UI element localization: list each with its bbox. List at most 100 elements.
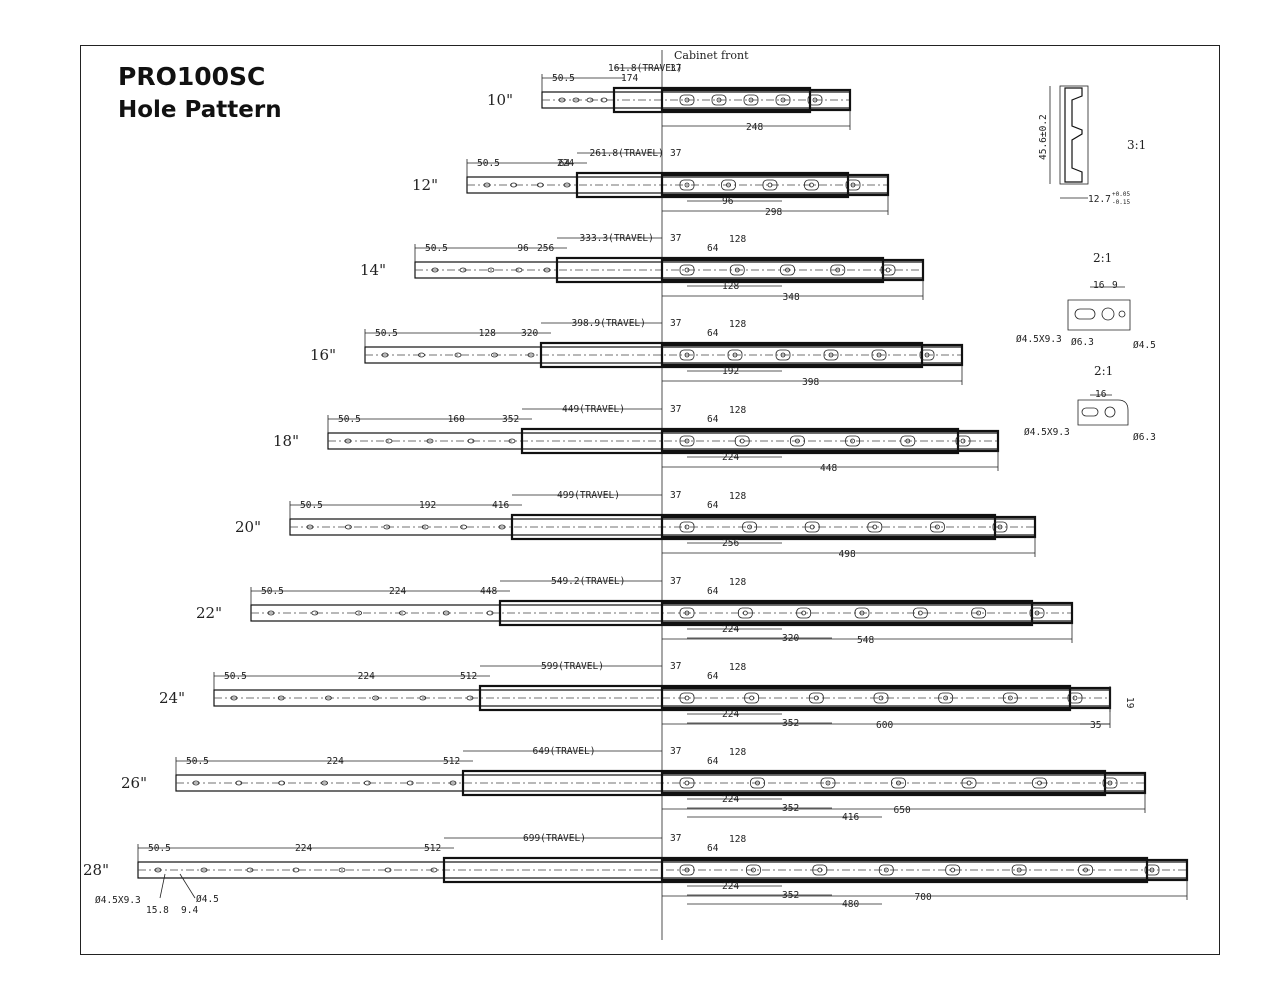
slide-size-label: 26" <box>121 774 147 792</box>
front-offset-dim: 50.5 <box>261 586 284 597</box>
slide-inner-slot <box>992 521 1008 533</box>
slide-intermediate-member <box>442 856 1149 884</box>
slide-inner-slot <box>796 607 812 619</box>
slide-mount-hole <box>459 267 467 273</box>
inner-dim: 352 <box>782 718 799 729</box>
slide-inner-hole <box>812 97 818 103</box>
slide-inner-hole <box>943 695 949 701</box>
slide-mount-hole <box>515 267 523 273</box>
slide-inner-hole <box>850 438 855 444</box>
section-outline <box>1059 85 1089 185</box>
slide-inner-hole <box>767 182 773 188</box>
detail-b-hole-label: Ø6.3 <box>1133 432 1156 443</box>
detail-b-d16: 16 <box>1095 389 1107 400</box>
slide-inner-hole <box>734 267 740 273</box>
slide-inner-hole <box>795 438 800 444</box>
slide-inner-hole <box>742 610 748 616</box>
section-scale: 3:1 <box>1127 138 1146 152</box>
front-offset-dim: 50.5 <box>375 328 398 339</box>
slide-mount-hole <box>442 610 450 616</box>
spacing-dim: 160 <box>448 414 465 425</box>
slide-inner-hole <box>684 97 690 103</box>
spacing2-dim: 512 <box>443 756 460 767</box>
slide-inner-slot <box>742 521 757 533</box>
slide-inner-hole <box>960 438 966 444</box>
spacing-dim: 224 <box>358 671 375 682</box>
slide-inner-member <box>660 601 1074 625</box>
slide-inner-slot <box>938 692 954 704</box>
inner-dim: 224 <box>722 709 739 720</box>
upper-dim-64: 64 <box>707 328 719 339</box>
slide-inner-hole <box>726 182 731 188</box>
slide-mount-hole <box>586 97 594 103</box>
front-offset-dim: 50.5 <box>224 671 247 682</box>
slide-mount-hole <box>430 867 438 873</box>
slide-inner-slot <box>743 94 759 106</box>
inner-dim: 416 <box>842 812 859 823</box>
spacing2-dim: 512 <box>424 843 441 854</box>
slide-inner-slot <box>871 349 887 361</box>
slide-inner-slot <box>679 607 695 619</box>
bottom-leader-2 <box>179 873 196 899</box>
slide-inner-slot <box>804 179 819 191</box>
setback-dim: 37 <box>670 318 681 329</box>
slide-inner-hole <box>780 97 786 103</box>
inner-dim: 224 <box>722 624 739 635</box>
upper-dim-64: 64 <box>707 586 719 597</box>
length-dim: 548 <box>857 635 874 646</box>
detail-b-slot <box>1081 407 1099 417</box>
slide-size-label: 18" <box>273 432 299 450</box>
travel-dim: 599(TRAVEL) <box>541 661 604 672</box>
slide-inner-slot <box>737 607 753 619</box>
slide-inner-slot <box>1029 607 1045 619</box>
travel-dim: 449(TRAVEL) <box>562 404 625 415</box>
upper-dim-64: 64 <box>707 500 719 511</box>
inner-dim: 480 <box>842 899 859 910</box>
setback-dim: 37 <box>670 233 681 244</box>
slide-intermediate-member <box>461 769 1107 797</box>
slide-size-label: 20" <box>235 518 261 536</box>
slide-mount-hole <box>486 610 494 616</box>
spacing-dim: 192 <box>419 500 436 511</box>
detail-a-scale: 2:1 <box>1093 251 1112 265</box>
setback-dim: 37 <box>670 404 681 415</box>
slide-inner-hole <box>1007 695 1013 701</box>
slide-inner-hole <box>732 352 738 358</box>
slide-inner-hole <box>1072 695 1078 701</box>
slide-inner-hole <box>885 267 891 273</box>
slide-inner-hole <box>878 695 884 701</box>
slide-inner-slot <box>679 435 695 447</box>
section-height-dim: 45.6±0.2 <box>1038 114 1049 160</box>
slide-inner-slot <box>971 607 987 619</box>
slide-intermediate-member <box>510 513 997 541</box>
drawing-frame <box>80 45 1220 955</box>
slide-inner-hole <box>785 267 790 273</box>
slide-inner-slot <box>900 435 916 447</box>
slide-inner-slot <box>1011 864 1027 876</box>
slide-mount-hole <box>267 610 275 616</box>
slide-inner-slot <box>679 692 695 704</box>
slide-inner-hole <box>1083 867 1088 873</box>
slide-inner-slot <box>804 521 820 533</box>
slide-inner-hole <box>924 352 930 358</box>
detail-a-hole1-label: Ø6.3 <box>1071 337 1094 348</box>
upper-dim-128: 128 <box>729 834 746 845</box>
upper-dim-128: 128 <box>729 405 746 416</box>
slide-intermediate-member <box>575 171 850 199</box>
slide-inner-hole <box>684 524 690 530</box>
travel-dim: 699(TRAVEL) <box>523 833 586 844</box>
slide-inner-slot <box>679 777 695 789</box>
slide-inner-slot <box>830 264 846 276</box>
slide-mount-hole <box>418 352 425 358</box>
slide-inner-slot <box>790 435 805 447</box>
detail-a-d9: 9 <box>1112 280 1118 291</box>
detail-a-plate <box>1067 299 1131 331</box>
length-dim: 700 <box>915 892 932 903</box>
slide-inner-member <box>660 88 852 112</box>
slide-mount-hole <box>454 352 462 358</box>
slide-mount-hole <box>306 524 314 530</box>
spacing2-dim: 224 <box>557 158 574 169</box>
slide-inner-slot <box>955 435 971 447</box>
slide-mount-hole <box>381 352 389 358</box>
